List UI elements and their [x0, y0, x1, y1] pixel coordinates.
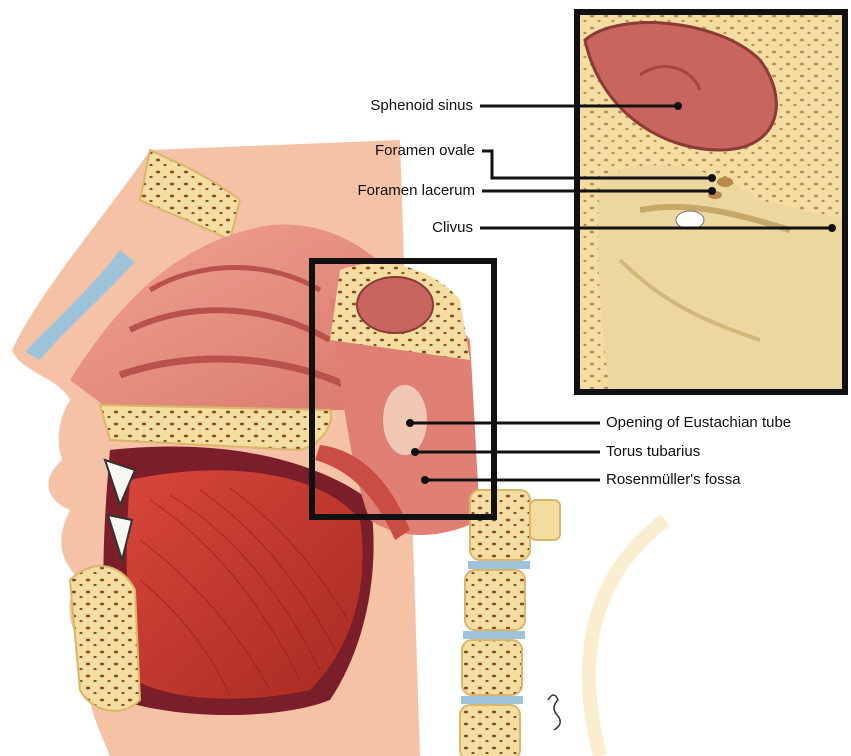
- sphenoid-sinus-small: [357, 277, 433, 333]
- label-foramen-lacerum: Foramen lacerum: [357, 182, 475, 200]
- label-foramen-ovale: Foramen ovale: [375, 142, 475, 160]
- label-eustachian-opening: Opening of Eustachian tube: [606, 414, 791, 432]
- label-rosenmuller-fossa: Rosenmüller's fossa: [606, 471, 741, 489]
- artist-signature: [548, 695, 560, 730]
- eustachian-opening-shape: [383, 385, 427, 455]
- label-sphenoid-sinus: Sphenoid sinus: [370, 97, 473, 115]
- tongue: [127, 470, 363, 698]
- mandible: [70, 566, 140, 711]
- cervical-spine: [460, 490, 560, 756]
- label-torus-tubarius: Torus tubarius: [606, 443, 700, 461]
- label-clivus: Clivus: [432, 219, 473, 237]
- inset-magnified-view: [577, 12, 845, 392]
- background-arc: [589, 520, 665, 756]
